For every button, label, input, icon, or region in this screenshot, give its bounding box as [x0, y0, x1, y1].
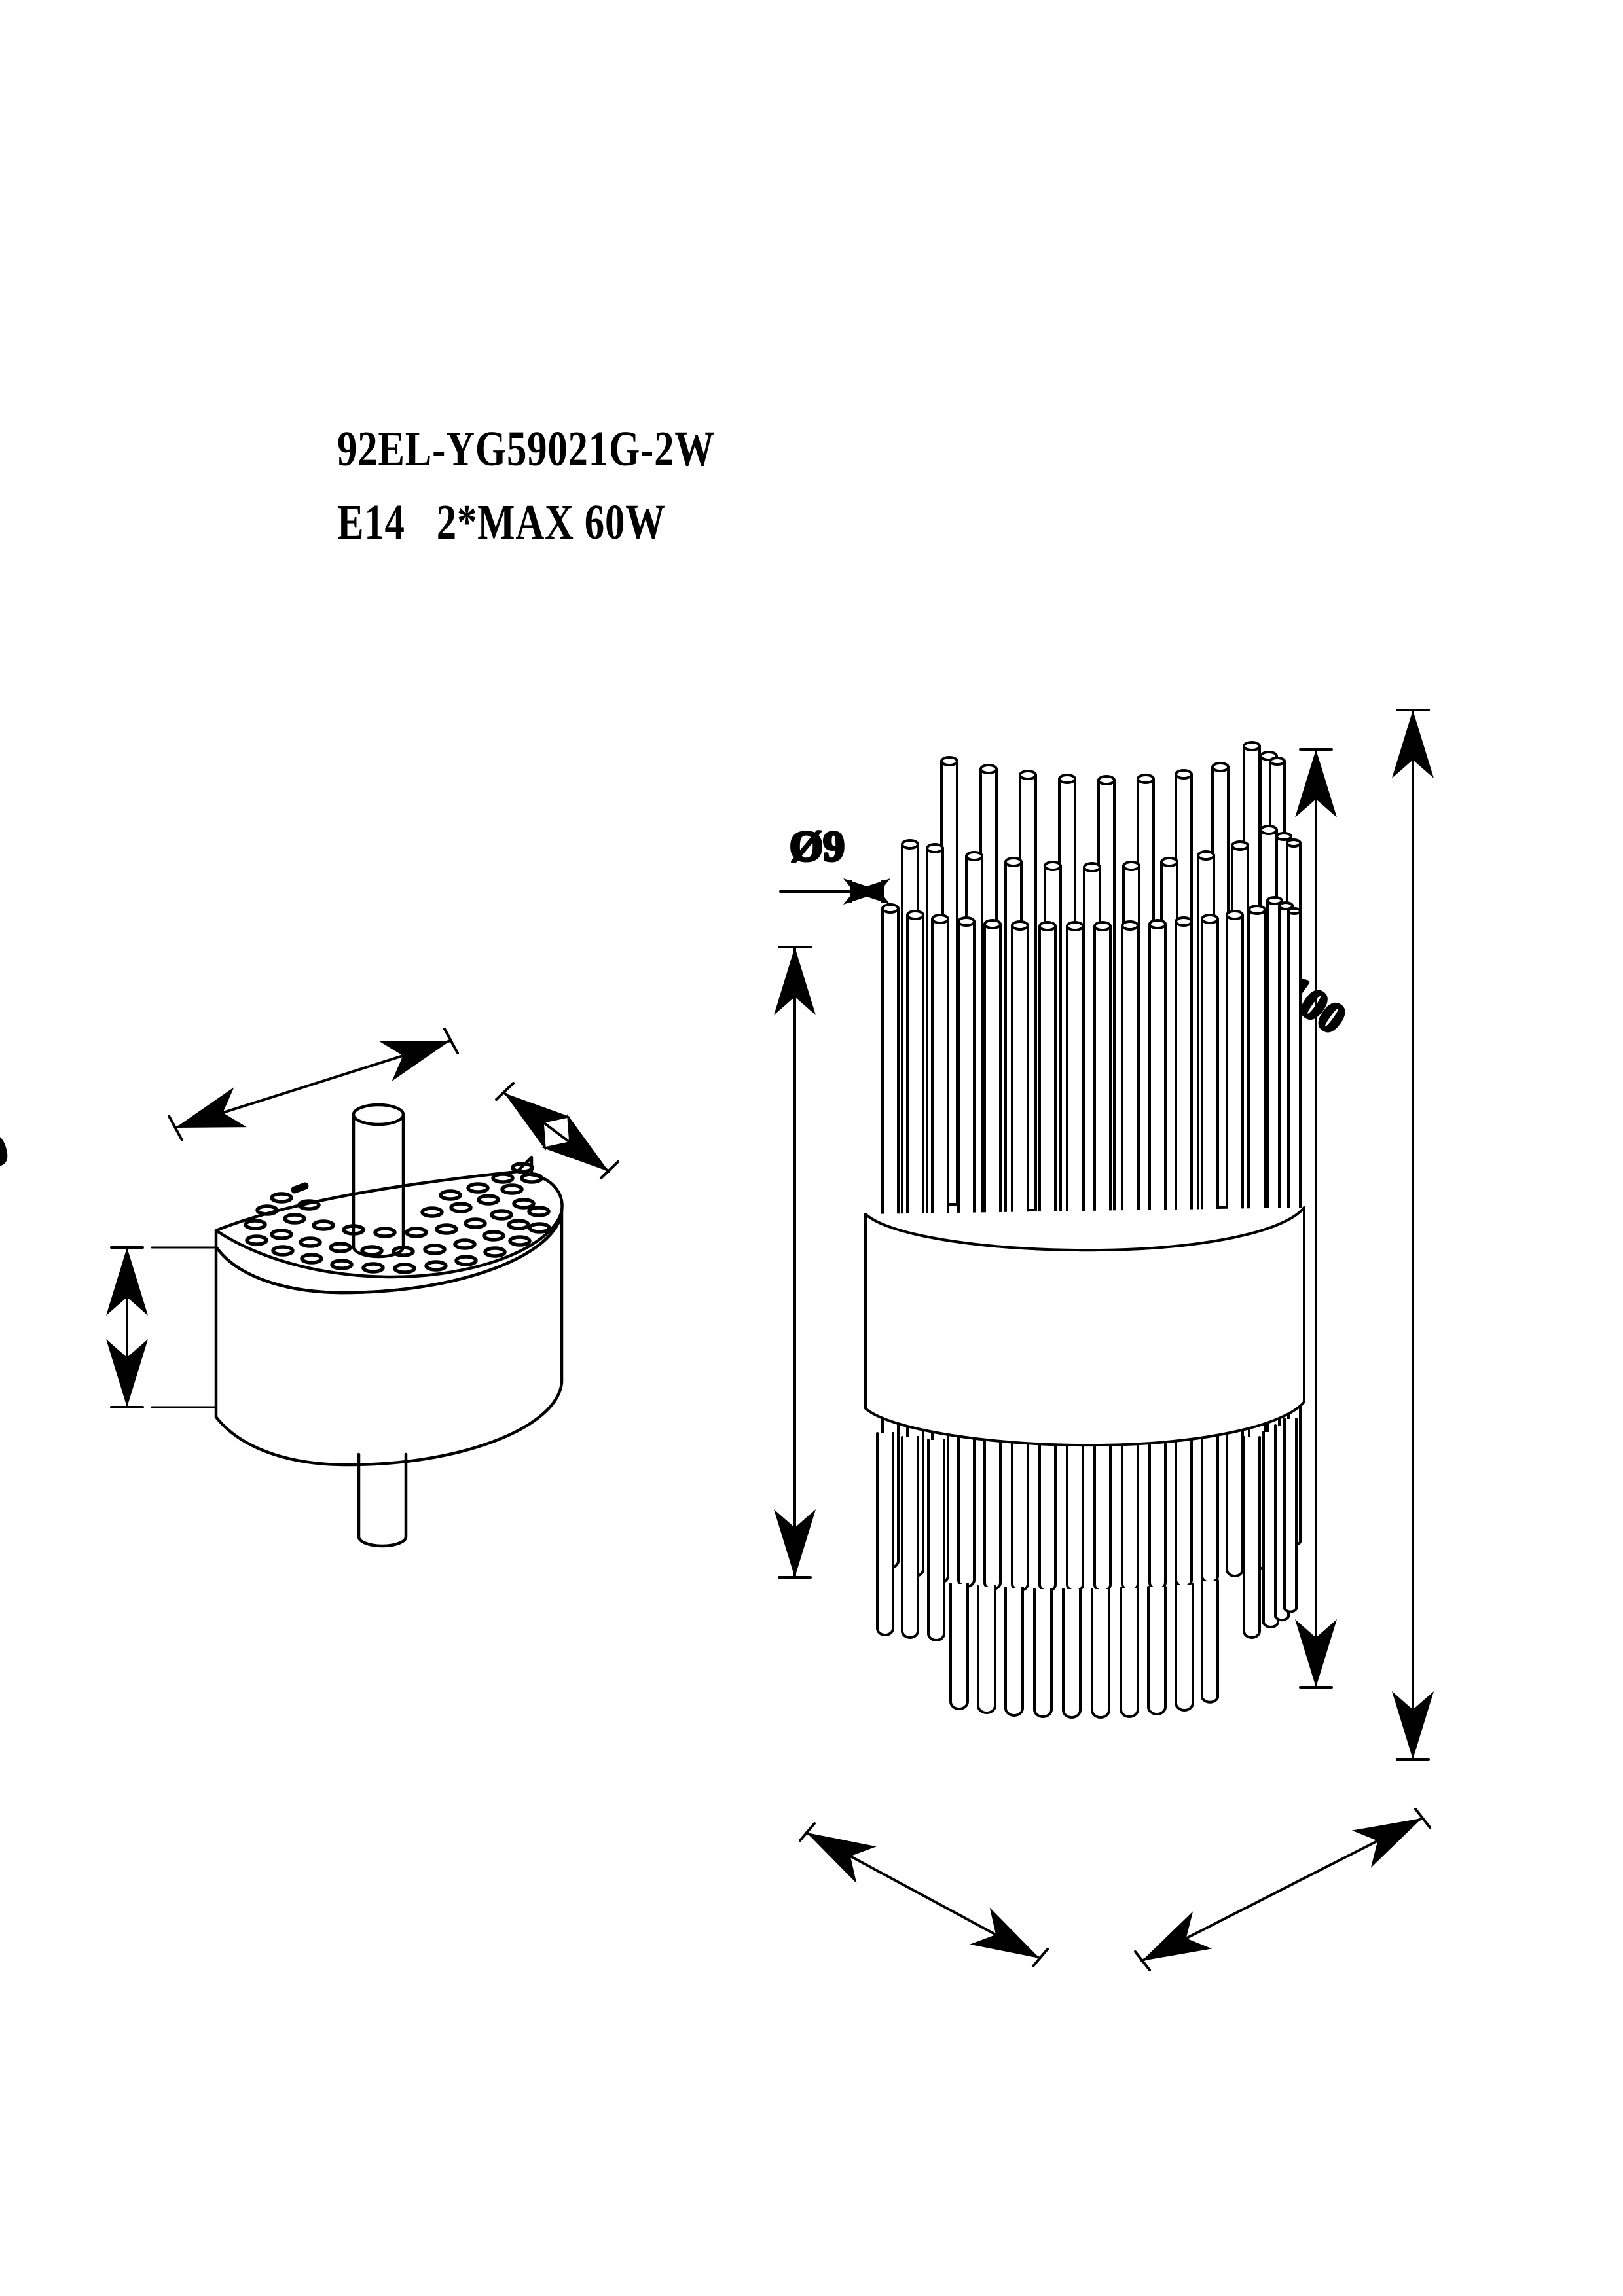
front-dim-500 [1392, 709, 1434, 1761]
iso-dim-80 [106, 1246, 217, 1408]
front-dim-diameter9-label: Ø9 [790, 823, 845, 870]
iso-dim-200 [168, 1028, 459, 1141]
title-block: 92EL-YG59021G-2W E14 2*MAX 60W [337, 412, 1188, 559]
shade-band [864, 1206, 1305, 1447]
rod-tier-lower [876, 1418, 1298, 1719]
front-elevation-view: Ø9 300 400 500 [774, 709, 1434, 1971]
model-code-label: 92EL-YG59021G-2W [337, 422, 715, 476]
front-dim-diameter9 [779, 878, 890, 905]
lamp-spec-label: E14 2*MAX 60W [337, 495, 666, 550]
iso-bottom-cylinder [357, 1452, 408, 1548]
front-dim-bottom-100 [799, 1822, 1049, 1967]
front-dim-bottom-200 [1134, 1808, 1431, 1971]
iso-shade-body [214, 1209, 564, 1467]
front-dim-400 [1295, 748, 1337, 1689]
iso-dim-100 [495, 1082, 619, 1179]
iso-perforation-holes [244, 1162, 551, 1274]
front-dim-300 [774, 946, 816, 1579]
iso-dim-200-label: 200 [0, 1124, 13, 1190]
